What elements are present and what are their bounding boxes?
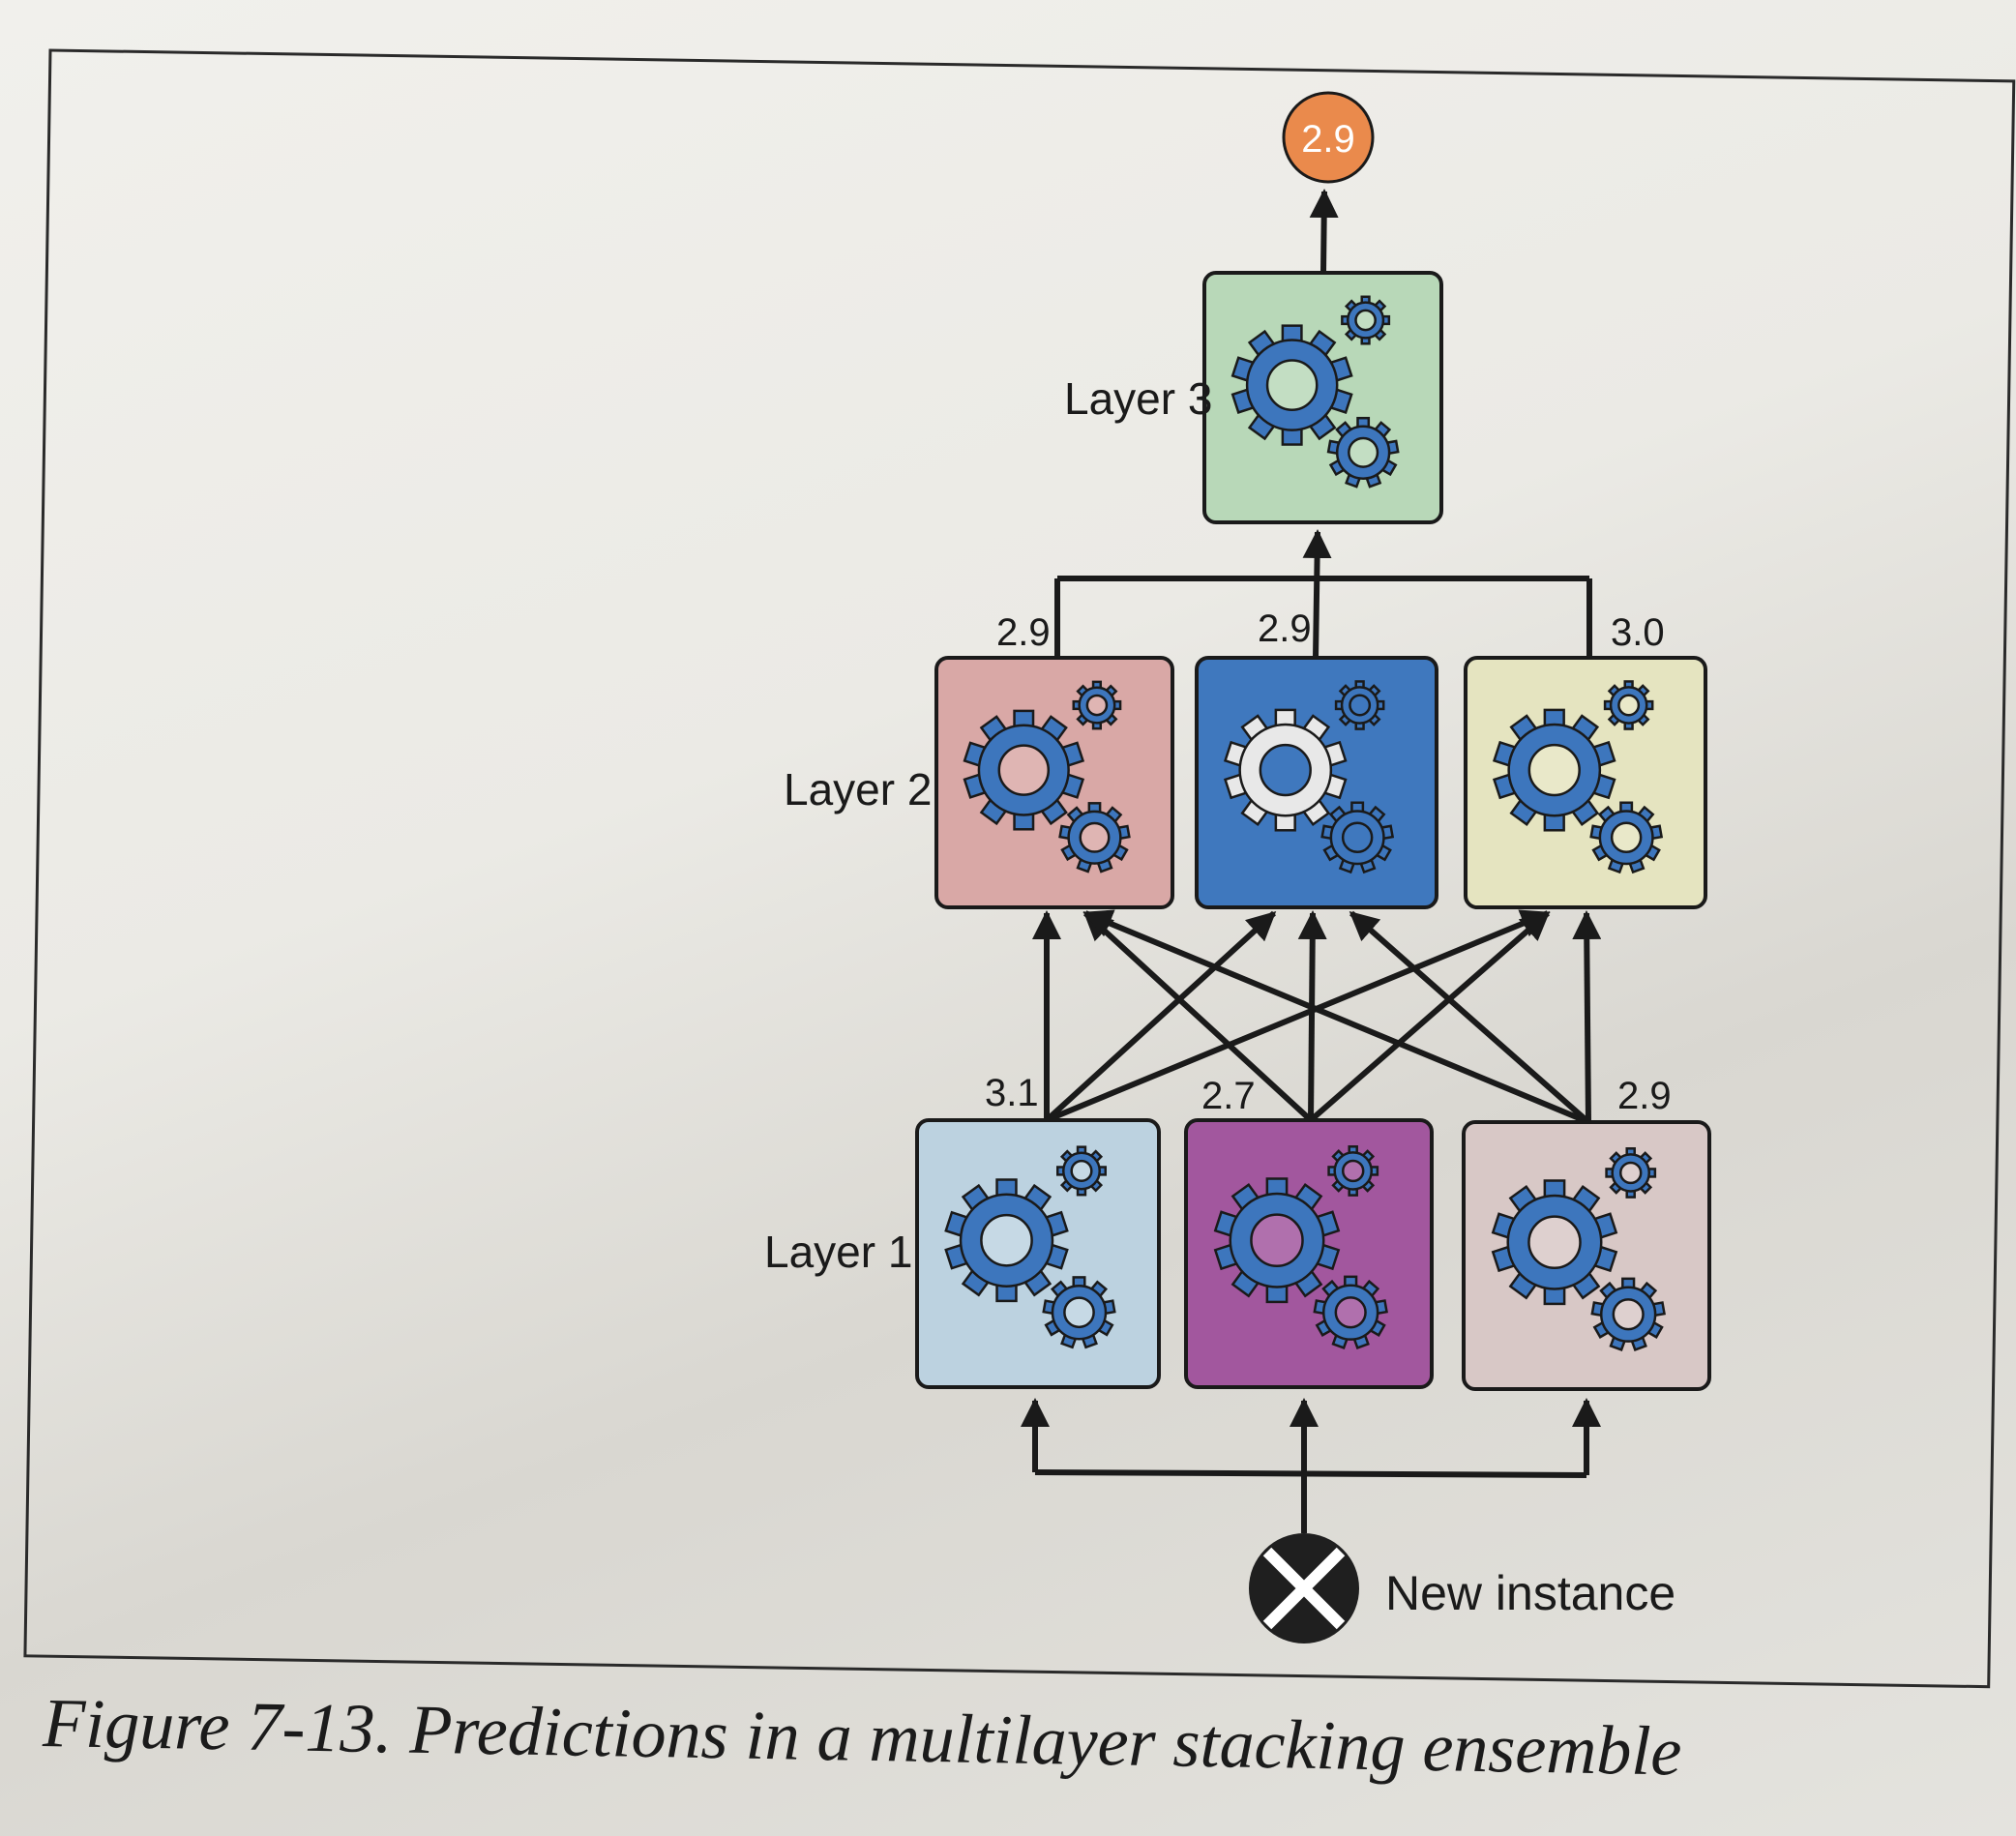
new-instance-node [1249, 1533, 1359, 1644]
medium-gear-icon [1313, 1275, 1388, 1349]
arrow-to-output [1309, 189, 1339, 274]
models [915, 271, 1711, 1391]
layer-1-model-2 [1184, 1118, 1434, 1389]
connectors [1021, 189, 1602, 1533]
medium-gear-icon [1058, 802, 1131, 874]
layer-2-prediction-3: 3.0 [1611, 611, 1665, 654]
small-gear-icon [1334, 680, 1385, 730]
large-gear-icon [1491, 1179, 1618, 1306]
layer-1-prediction-1: 3.1 [985, 1072, 1039, 1114]
mesh-arrow-2-1 [1082, 910, 1314, 1123]
layer-2-prediction-2: 2.9 [1258, 607, 1312, 650]
layer-3-label: Layer 3 [1064, 373, 1212, 424]
mesh-arrow-2-2 [1297, 910, 1327, 1121]
layer-2-label: Layer 2 [784, 764, 932, 814]
mesh-arrow-3-1 [1082, 909, 1590, 1125]
medium-gear-icon [1042, 1276, 1116, 1349]
output-node [1282, 91, 1375, 184]
mesh-arrow-3-2 [1349, 910, 1590, 1125]
layer-1-prediction-2: 2.7 [1201, 1075, 1256, 1117]
mesh-arrow-1-2 [1044, 910, 1277, 1123]
medium-gear-icon [1590, 1277, 1666, 1351]
small-gear-icon [1327, 1145, 1379, 1197]
layer-3-model-1 [1202, 271, 1443, 524]
small-gear-icon [1056, 1145, 1107, 1197]
small-gear-icon [1072, 680, 1122, 730]
layer-2-model-1 [934, 656, 1174, 909]
small-gear-icon [1605, 1147, 1657, 1199]
small-gear-icon [1341, 295, 1391, 345]
large-gear-icon [963, 709, 1085, 831]
mesh-arrow-1-3 [1045, 909, 1551, 1123]
large-gear-icon [1492, 708, 1616, 832]
output-value: 2.9 [1301, 118, 1355, 161]
input-bus [1034, 1469, 1587, 1478]
layer-1-prediction-3: 2.9 [1617, 1075, 1672, 1117]
mesh-arrow-3-3 [1572, 910, 1602, 1123]
large-gear-icon [1223, 708, 1348, 832]
layer-2-prediction-1: 2.9 [996, 611, 1051, 654]
medium-gear-icon [1326, 416, 1400, 489]
layer-2-model-2 [1195, 656, 1438, 909]
large-gear-icon [944, 1178, 1069, 1303]
arrow-to-layer-3 [1302, 529, 1332, 659]
layer-1-label: Layer 1 [764, 1227, 912, 1277]
layer-1-model-3 [1462, 1120, 1711, 1391]
large-gear-icon [1213, 1177, 1341, 1304]
new-instance-label: New instance [1385, 1566, 1675, 1620]
medium-gear-icon [1320, 801, 1395, 874]
layer-1-model-1 [915, 1118, 1161, 1389]
mesh-arrow-2-3 [1309, 910, 1551, 1123]
figure-frame [23, 48, 2016, 1689]
layer-2-model-3 [1464, 656, 1707, 909]
medium-gear-icon [1589, 801, 1664, 874]
small-gear-icon [1603, 680, 1654, 730]
large-gear-icon [1230, 324, 1353, 446]
